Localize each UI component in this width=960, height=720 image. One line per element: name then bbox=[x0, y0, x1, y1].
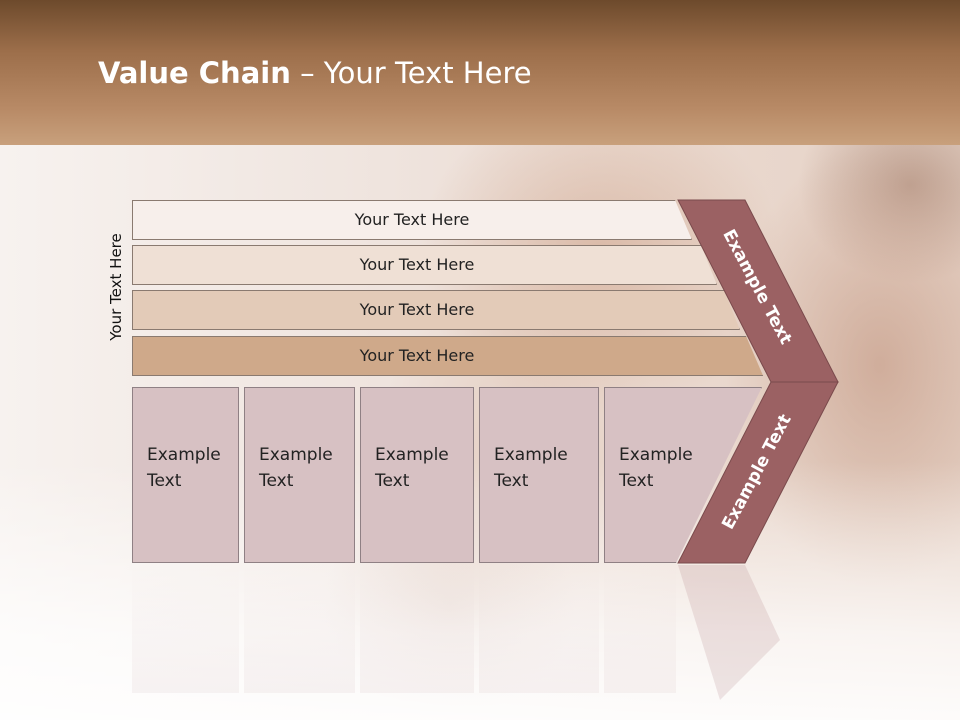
box-3-line1: Example bbox=[375, 445, 449, 465]
title-bold: Value Chain bbox=[98, 56, 291, 90]
box-3-line2: Text bbox=[375, 471, 410, 491]
title-rest: – Your Text Here bbox=[290, 56, 532, 90]
band-3[interactable]: Your Text Here bbox=[132, 290, 740, 330]
band-4[interactable]: Your Text Here bbox=[132, 336, 764, 376]
box-4-line1: Example bbox=[494, 445, 568, 465]
band-4-label: Your Text Here bbox=[359, 346, 475, 365]
activity-box-4[interactable]: Example Text bbox=[479, 387, 599, 563]
box-2-line1: Example bbox=[259, 445, 333, 465]
box-1-line2: Text bbox=[147, 471, 182, 491]
slide-title[interactable]: Value Chain – Your Text Here bbox=[98, 56, 532, 96]
box-5-line1: Example bbox=[619, 445, 693, 465]
band-1[interactable]: Your Text Here bbox=[132, 200, 692, 240]
box-1-line1: Example bbox=[147, 445, 221, 465]
box-4-line2: Text bbox=[494, 471, 529, 491]
band-1-label: Your Text Here bbox=[354, 210, 470, 229]
band-3-label: Your Text Here bbox=[359, 300, 475, 319]
activity-box-3[interactable]: Example Text bbox=[360, 387, 474, 563]
activity-box-1[interactable]: Example Text bbox=[132, 387, 239, 563]
box-2-line2: Text bbox=[259, 471, 294, 491]
band-2[interactable]: Your Text Here bbox=[132, 245, 717, 285]
chevron-lower-reflection bbox=[678, 565, 780, 700]
band-2-label: Your Text Here bbox=[359, 255, 475, 274]
box-5-line2: Text bbox=[619, 471, 654, 491]
chevron-lower[interactable] bbox=[677, 381, 839, 564]
activity-box-2[interactable]: Example Text bbox=[244, 387, 355, 563]
header-bar: Value Chain – Your Text Here bbox=[0, 0, 960, 145]
